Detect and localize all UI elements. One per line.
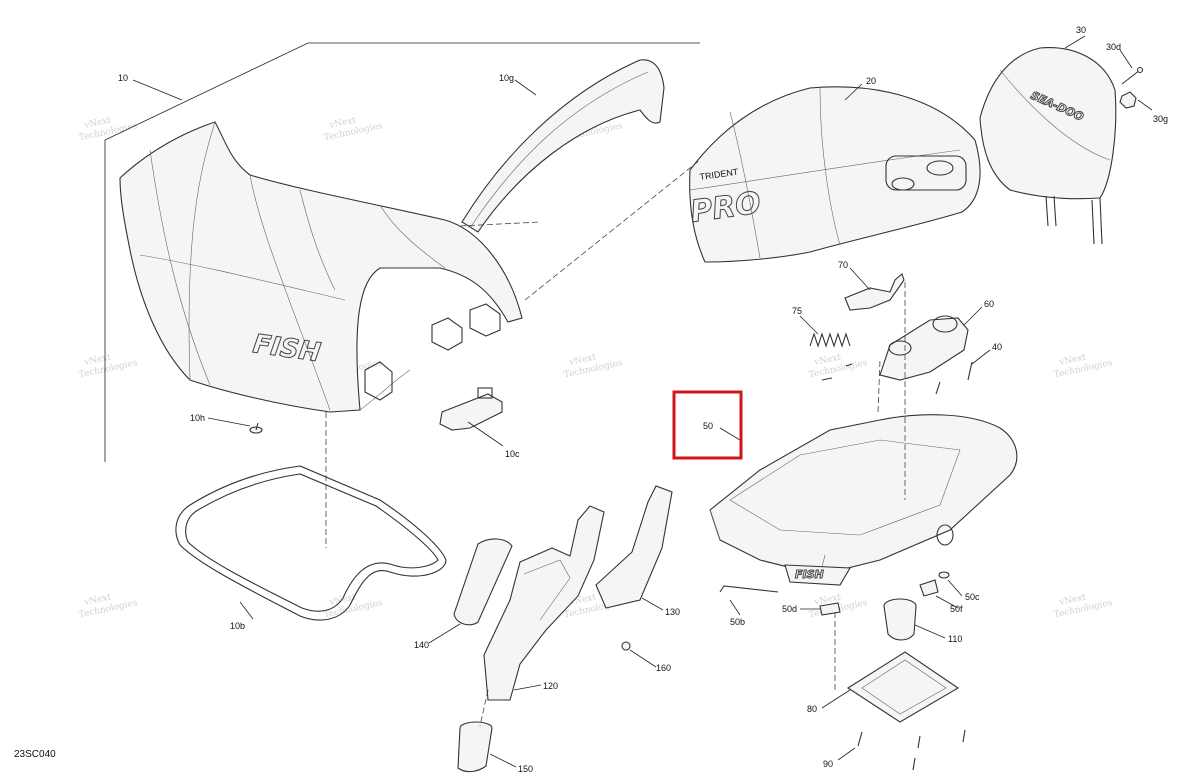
label-20[interactable]: 20 <box>866 76 876 86</box>
label-70[interactable]: 70 <box>838 260 848 270</box>
label-75[interactable]: 75 <box>792 306 802 316</box>
part-10b-seal[interactable] <box>175 465 447 621</box>
label-10[interactable]: 10 <box>118 73 128 83</box>
diagram-code: 23SC040 <box>14 749 56 760</box>
watermark: vNext Technologies <box>1053 592 1114 620</box>
part-70-hook[interactable] <box>844 273 905 311</box>
part-160-screw[interactable] <box>621 641 631 651</box>
part-75-spring[interactable] <box>809 332 851 348</box>
tray-brand-text: FISH <box>795 568 824 581</box>
label-30g[interactable]: 30g <box>1153 114 1168 124</box>
watermark: vNext Technologies <box>78 352 139 380</box>
part-110-cup[interactable] <box>883 598 917 641</box>
label-140[interactable]: 140 <box>414 640 429 650</box>
part-50f-cap[interactable] <box>919 579 939 597</box>
label-130[interactable]: 130 <box>665 607 680 617</box>
part-10h-screw[interactable] <box>249 422 263 434</box>
part-150-sleeve[interactable] <box>457 721 493 773</box>
label-30d[interactable]: 30d <box>1106 42 1121 52</box>
watermark: vNext Technologies <box>563 352 624 380</box>
label-50f[interactable]: 50f <box>950 604 963 614</box>
part-10-main-seat[interactable]: FISH <box>104 42 700 462</box>
label-80[interactable]: 80 <box>807 704 817 714</box>
part-30g-nut[interactable] <box>1119 91 1137 109</box>
label-120[interactable]: 120 <box>543 681 558 691</box>
part-50b-clip[interactable] <box>719 585 779 593</box>
label-10b[interactable]: 10b <box>230 621 245 631</box>
part-10c-latch[interactable] <box>439 387 503 431</box>
watermark: vNext Technologies <box>323 592 384 620</box>
part-40-screw[interactable] <box>821 361 973 395</box>
leader-lines <box>132 35 1153 768</box>
watermark: vNext Technologies <box>323 115 384 143</box>
part-20-rear-seat[interactable]: PRO TRIDENT <box>688 86 981 263</box>
label-50c[interactable]: 50c <box>965 592 980 602</box>
label-40[interactable]: 40 <box>992 342 1002 352</box>
part-130-bracket[interactable] <box>595 485 673 609</box>
part-80-hatch[interactable] <box>846 651 960 723</box>
watermark: vNext Technologies <box>78 115 139 143</box>
label-10h[interactable]: 10h <box>190 413 205 423</box>
part-labels: 10 10g 10h 10c 10b 20 30 30d 30g 70 75 6… <box>118 25 1168 774</box>
part-60-lock-housing[interactable] <box>879 315 969 381</box>
label-10c[interactable]: 10c <box>505 449 520 459</box>
part-120-handle[interactable] <box>483 505 605 701</box>
part-50-storage-tray[interactable]: FISH <box>709 414 1018 586</box>
label-160[interactable]: 160 <box>656 663 671 673</box>
label-50d[interactable]: 50d <box>782 604 797 614</box>
label-60[interactable]: 60 <box>984 299 994 309</box>
watermark: vNext Technologies <box>1053 352 1114 380</box>
label-110[interactable]: 110 <box>948 634 962 644</box>
part-30-backrest[interactable]: SEA-DOO <box>979 47 1117 245</box>
label-150[interactable]: 150 <box>518 764 533 774</box>
assembly-lines <box>325 159 906 727</box>
label-10g[interactable]: 10g <box>499 73 514 83</box>
label-50b[interactable]: 50b <box>730 617 745 627</box>
watermark: vNext Technologies <box>78 592 139 620</box>
part-30d-screw[interactable] <box>1121 66 1144 85</box>
label-50[interactable]: 50 <box>703 421 713 431</box>
label-30[interactable]: 30 <box>1076 25 1086 35</box>
label-90[interactable]: 90 <box>823 759 833 769</box>
part-140-grip[interactable] <box>453 538 513 626</box>
part-10g-strap[interactable] <box>461 59 665 233</box>
part-50c-fitting[interactable] <box>938 571 950 579</box>
highlight-box <box>672 390 743 460</box>
watermark: vNext Technologies <box>808 352 869 380</box>
part-90-screws[interactable] <box>857 729 966 771</box>
